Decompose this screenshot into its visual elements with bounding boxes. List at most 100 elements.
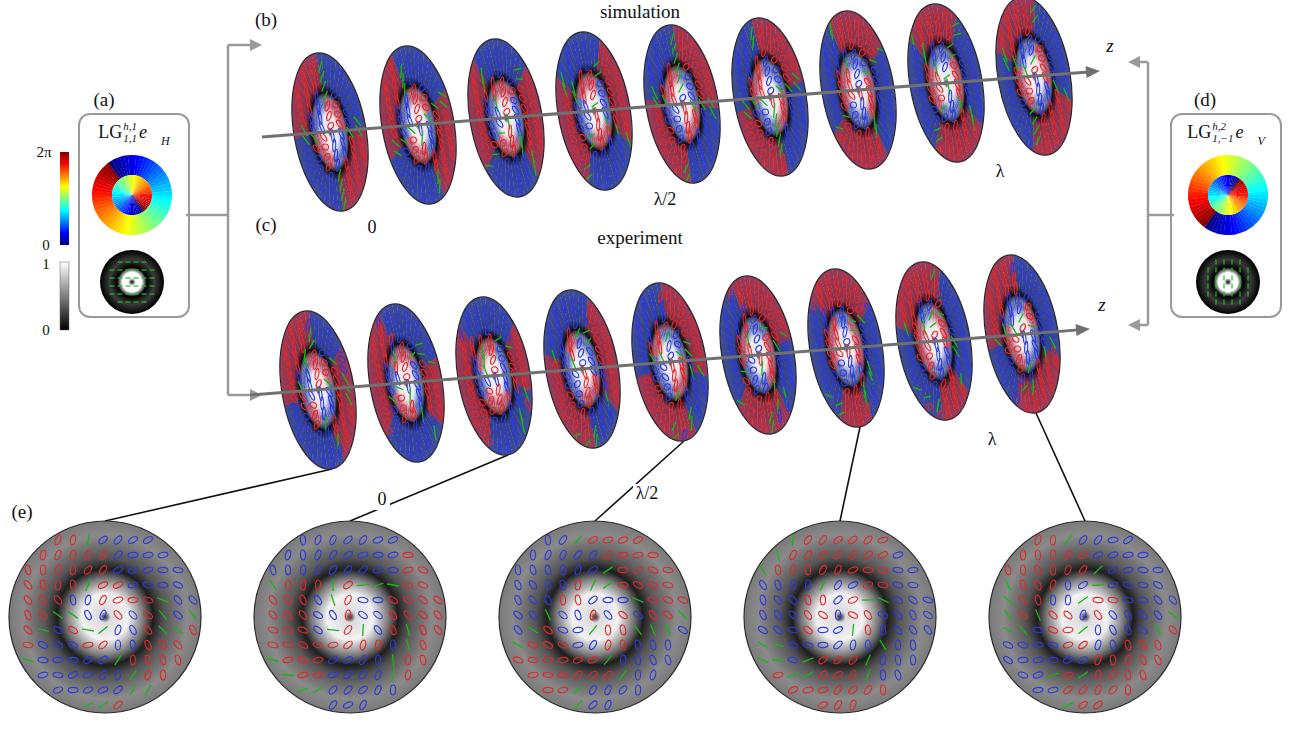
phase-wedge (1208, 195, 1228, 197)
polarization-ellipse (924, 63, 931, 78)
polarization-dash (134, 277, 139, 278)
polarization-ellipse (529, 141, 535, 156)
linear-polarization (341, 198, 348, 211)
polarization-dash (126, 269, 131, 270)
phase-wheel (1188, 155, 1268, 235)
polarization-ellipse (385, 96, 392, 111)
polarization-dash (1231, 284, 1232, 289)
polarization-ellipse (621, 154, 626, 168)
feed-line (1147, 62, 1150, 325)
linear-polarization (682, 164, 690, 173)
polarization-ellipse (667, 127, 674, 135)
polarization-ellipse (1042, 24, 1049, 31)
phase-wedge (1228, 195, 1234, 215)
phase-colorbar (60, 152, 69, 245)
polarization-ellipse (704, 78, 711, 89)
slice-body (983, 0, 1084, 163)
linear-polarization (1029, 5, 1037, 13)
polarization-ellipse (414, 102, 420, 115)
polarization-ellipse (406, 167, 413, 175)
polarization-dash (1223, 268, 1224, 273)
linear-polarization (573, 90, 578, 105)
phase-wedge (1228, 195, 1236, 214)
polarization-ellipse (590, 38, 597, 50)
polarization-ellipse (419, 183, 425, 196)
polarization-ellipse (324, 99, 330, 113)
linear-polarization (492, 153, 499, 155)
linear-polarization (669, 33, 676, 44)
polarization-ellipse (695, 80, 702, 90)
phase-wedge (1228, 195, 1230, 215)
polarization-ellipse (417, 173, 423, 186)
polarization-ellipse (771, 55, 778, 64)
polarization-ellipse (660, 138, 667, 146)
polarization-ellipse (769, 44, 776, 55)
polarization-ellipse (487, 57, 491, 72)
polarization-ellipse (315, 155, 322, 163)
polarization-ellipse (753, 45, 756, 60)
leader-line (595, 441, 684, 521)
polarization-ellipse (692, 62, 699, 68)
polarization-ellipse (973, 126, 978, 140)
linear-polarization (792, 72, 800, 81)
polarization-ellipse (940, 50, 946, 64)
phase-wedge (113, 195, 132, 203)
polarization-ellipse (676, 124, 683, 133)
polarization-ellipse (1026, 88, 1033, 94)
polarization-dash (110, 285, 115, 286)
polarization-ellipse (334, 111, 341, 119)
slices (279, 0, 1084, 219)
polarization-ellipse (737, 68, 744, 83)
polarization-ellipse (853, 119, 860, 130)
polarization-ellipse (945, 131, 951, 144)
polarization-ellipse (590, 88, 596, 101)
phase-wedge (1248, 191, 1268, 195)
polarization-ellipse (977, 104, 983, 119)
polarization-dash (1215, 300, 1216, 305)
polarization-ellipse (857, 37, 864, 48)
polarization-ellipse (1015, 15, 1019, 30)
phase-wedge (1208, 195, 1228, 201)
polarization-ellipse (414, 52, 421, 64)
linear-polarization (392, 139, 400, 148)
polarization-ellipse (670, 82, 675, 96)
polarization-ellipse (837, 134, 844, 140)
polarization-ellipse (503, 157, 510, 169)
polarization-ellipse (472, 79, 478, 94)
polarization-dash (142, 269, 147, 270)
arrowhead (250, 39, 262, 51)
polarization-ellipse (426, 73, 433, 80)
polarization-ellipse (799, 108, 806, 123)
polarization-ellipse (749, 141, 756, 147)
polarization-ellipse (758, 139, 765, 147)
polarization-ellipse (766, 24, 773, 36)
polarization-ellipse (350, 186, 353, 201)
polarization-ellipse (713, 125, 719, 140)
polarization-ellipse (331, 190, 337, 203)
polarization-ellipse (505, 166, 511, 179)
linear-polarization (437, 179, 442, 194)
polarization-ellipse (956, 41, 963, 47)
polarization-ellipse (573, 155, 580, 161)
polarization-ellipse (658, 127, 665, 137)
polarization-ellipse (1028, 96, 1035, 105)
polarization-ellipse (447, 136, 454, 151)
polarization-ellipse (846, 132, 853, 140)
polarization-ellipse (600, 48, 607, 57)
polarization-dash (1223, 276, 1224, 281)
polarization-ellipse (396, 159, 403, 167)
polarization-ellipse (395, 95, 401, 110)
polarization-ellipse (702, 68, 709, 78)
polarization-ellipse (494, 160, 501, 168)
polarization-ellipse (403, 148, 410, 156)
polarization-dash (1207, 276, 1208, 281)
polarization-ellipse (866, 38, 873, 45)
polarization-ellipse (769, 145, 775, 158)
polarization-ellipse (430, 92, 437, 100)
linear-polarization (690, 99, 696, 113)
polarization-ellipse (512, 55, 519, 64)
polarization-ellipse (787, 90, 794, 104)
polarization-ellipse (596, 80, 603, 88)
polarization-ellipse (313, 80, 316, 95)
polarization-ellipse (501, 147, 508, 158)
